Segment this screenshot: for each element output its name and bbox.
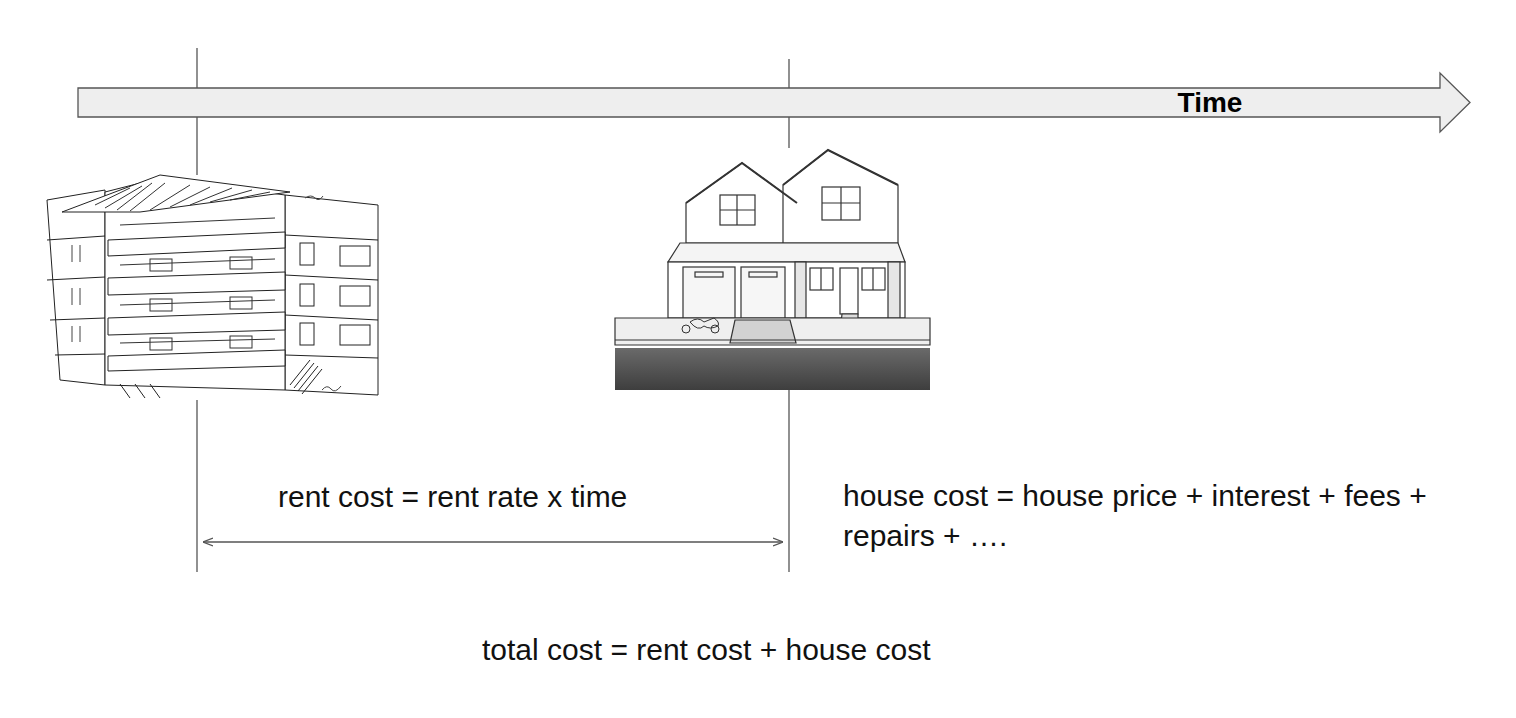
timeline-arrow: Time: [78, 73, 1470, 132]
formula-text: rent cost = rent rate x time: [278, 477, 627, 517]
ground-patch: [615, 348, 930, 390]
time-marker-lines: [197, 48, 789, 572]
formula-text: total cost = rent cost + house cost: [482, 630, 931, 670]
node-label: Time: [1178, 89, 1243, 117]
arrow-shape: [78, 73, 1470, 132]
node-outline: [78, 73, 1470, 132]
duration-arrow: [203, 541, 783, 542]
apartment-sketch: [47, 175, 378, 398]
formula-text: house cost = house price + interest + fe…: [843, 476, 1483, 556]
house-sketch: [615, 150, 930, 345]
